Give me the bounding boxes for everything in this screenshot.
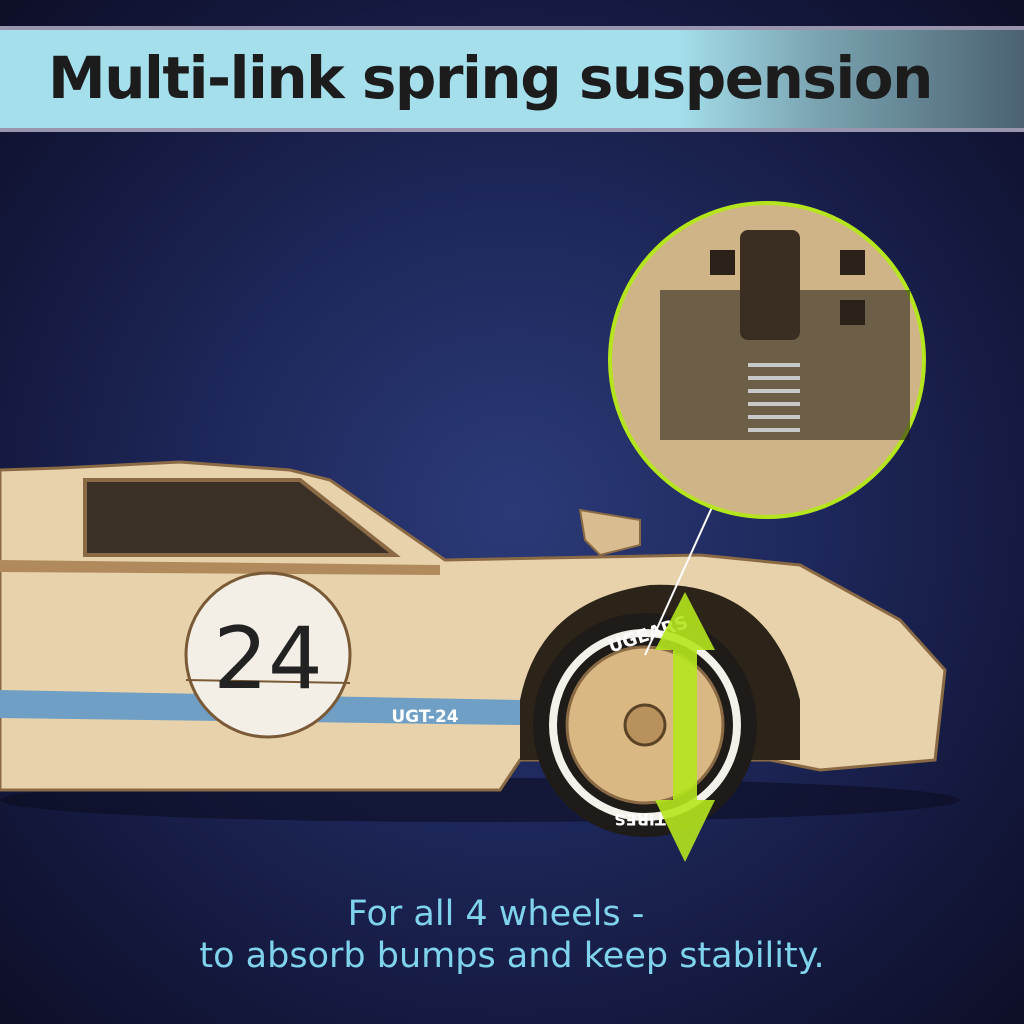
- tire-text-bottom: TIRES: [614, 810, 666, 829]
- title-banner: Multi-link spring suspension: [0, 26, 1024, 132]
- shock-absorber: [740, 230, 800, 340]
- frame-slot: [710, 250, 735, 275]
- number-roundel: [184, 571, 352, 739]
- caption-line-2: to absorb bumps and keep stability.: [199, 936, 825, 976]
- model-label: UGT-24: [391, 707, 458, 727]
- side-mirror: [578, 508, 641, 557]
- suspension-closeup: [608, 201, 926, 519]
- wooden-car: [0, 460, 947, 792]
- caption-line-1: For all 4 wheels -: [347, 894, 645, 934]
- up-down-arrow-icon: [655, 592, 715, 862]
- page-title: Multi-link spring suspension: [48, 44, 933, 112]
- frame-slot: [840, 300, 865, 325]
- panel-line: [185, 679, 351, 684]
- coil-spring: [748, 363, 800, 432]
- tire-whitewall: [549, 629, 741, 821]
- callout-line: [644, 504, 714, 656]
- body-trim: [0, 560, 440, 575]
- car-window: [83, 478, 401, 557]
- wheel-hub: [623, 703, 667, 747]
- race-number: 24: [213, 609, 322, 709]
- frame-slot: [840, 250, 865, 275]
